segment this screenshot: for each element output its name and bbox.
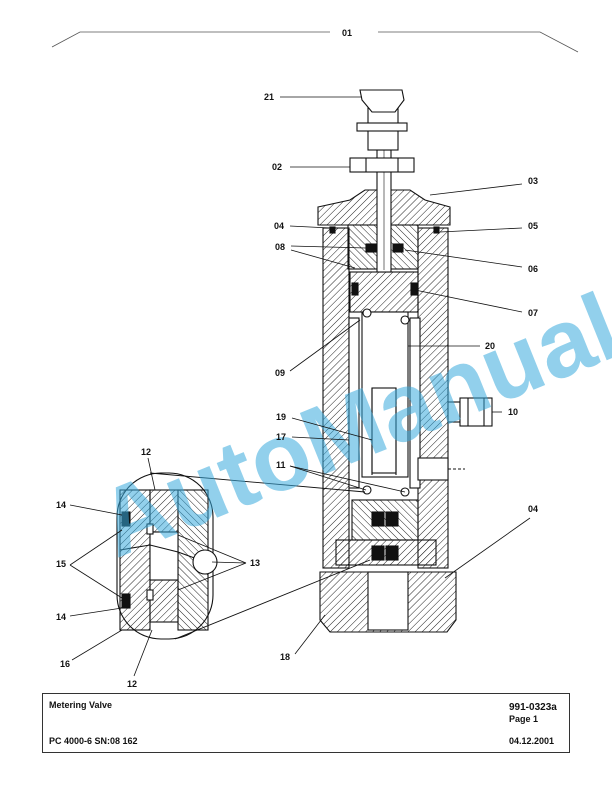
callout-02: 02 [272, 162, 282, 172]
issue-date: 04.12.2001 [509, 736, 555, 746]
callout-16: 16 [60, 659, 70, 669]
callout-12-top: 12 [141, 447, 151, 457]
callout-20: 20 [485, 341, 495, 351]
header-frame [51, 31, 579, 53]
callout-18: 18 [280, 652, 290, 662]
callout-15: 15 [56, 559, 66, 569]
model-serial: PC 4000-6 SN:08 162 [49, 736, 138, 746]
callout-17: 17 [276, 432, 286, 442]
callout-06: 06 [528, 264, 538, 274]
callout-10: 10 [508, 407, 518, 417]
callout-07: 07 [528, 308, 538, 318]
callout-14-top: 14 [56, 500, 66, 510]
callout-04-top: 04 [274, 221, 284, 231]
leader-lines [69, 96, 531, 677]
page-label: Page 1 [509, 714, 539, 724]
page-number: 01 [342, 28, 352, 38]
callout-11: 11 [276, 460, 286, 470]
callout-12-bottom: 12 [127, 679, 137, 689]
callout-03: 03 [528, 176, 538, 186]
callout-04-bottom: 04 [528, 504, 538, 514]
drawing-title: Metering Valve [49, 700, 113, 710]
callout-09: 09 [275, 368, 285, 378]
callout-08: 08 [275, 242, 285, 252]
detail-view [116, 472, 371, 640]
callouts: 21 02 03 04 05 08 06 07 20 09 10 19 17 1… [56, 92, 538, 689]
callout-14-bottom: 14 [56, 612, 66, 622]
valve-body [317, 89, 493, 633]
callout-05: 05 [528, 221, 538, 231]
doc-number: 991-0323a [509, 702, 557, 713]
callout-19: 19 [276, 412, 286, 422]
callout-21: 21 [264, 92, 274, 102]
callout-13: 13 [250, 558, 260, 568]
title-block: Metering Valve 991-0323a Page 1 PC 4000-… [42, 693, 570, 753]
